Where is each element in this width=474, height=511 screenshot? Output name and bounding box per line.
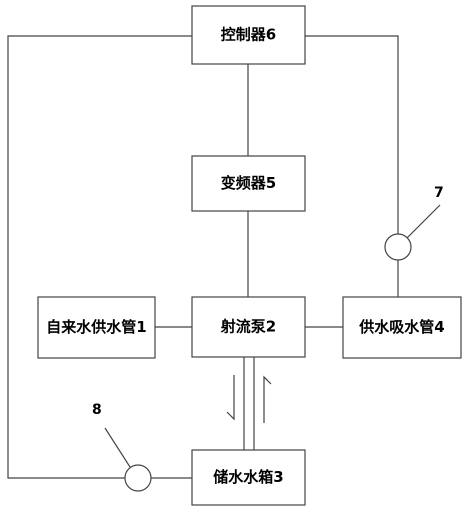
leader-line-7 xyxy=(406,204,441,239)
jet-pump-label: 射流泵2 xyxy=(220,318,276,336)
storage-tank-label: 储水水箱3 xyxy=(213,468,283,486)
jet-pump-box: 射流泵2 xyxy=(191,296,306,358)
storage-tank-box: 储水水箱3 xyxy=(191,449,306,506)
inverter-box: 变频器5 xyxy=(191,155,306,212)
inverter-label: 变频器5 xyxy=(221,174,276,192)
callout-8-label: 8 xyxy=(92,402,102,418)
connection-lines xyxy=(7,35,441,479)
flow-down-arrow xyxy=(226,375,235,421)
flow-up-arrow xyxy=(263,375,272,423)
controller-sensor8-line xyxy=(7,35,192,479)
controller-sensor7-line xyxy=(305,35,399,234)
suction-pipe-box: 供水吸水管4 xyxy=(342,296,462,359)
callout-7-label: 7 xyxy=(434,185,444,201)
level-sensor-8 xyxy=(124,464,152,492)
tap-water-pipe-label: 自来水供水管1 xyxy=(46,318,146,336)
pressure-sensor-7 xyxy=(384,233,412,261)
controller-label: 控制器6 xyxy=(221,26,276,44)
tap-water-pipe-box: 自来水供水管1 xyxy=(37,296,156,359)
suction-pipe-label: 供水吸水管4 xyxy=(358,318,444,336)
controller-box: 控制器6 xyxy=(191,5,306,65)
leader-line-8 xyxy=(104,427,131,468)
